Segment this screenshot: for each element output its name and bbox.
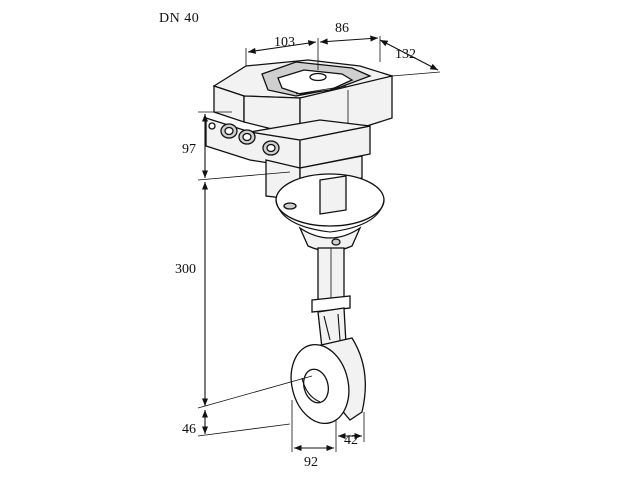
dim-line-overall-depth	[379, 39, 439, 71]
device-illustration	[205, 59, 394, 425]
measuring-ring	[290, 337, 366, 425]
model-title: DN 40	[159, 11, 199, 26]
dim-label-top-depth: 86	[335, 21, 349, 36]
dim-label-ring-diameter: 92	[304, 455, 318, 470]
dim-label-ring-thickness: 42	[344, 433, 358, 448]
dim-label-stem-height: 300	[175, 262, 196, 277]
dim-line-top-depth	[319, 35, 379, 45]
dim-line-top-width	[247, 40, 317, 54]
cable-glands	[208, 122, 280, 156]
dim-label-overall-depth: 132	[395, 47, 416, 62]
dim-label-ring-height: 46	[182, 422, 196, 437]
lid-screw	[309, 72, 327, 82]
dim-label-top-width: 103	[274, 35, 295, 50]
dimension-lines	[197, 35, 441, 452]
dim-label-head-height: 97	[182, 142, 196, 157]
